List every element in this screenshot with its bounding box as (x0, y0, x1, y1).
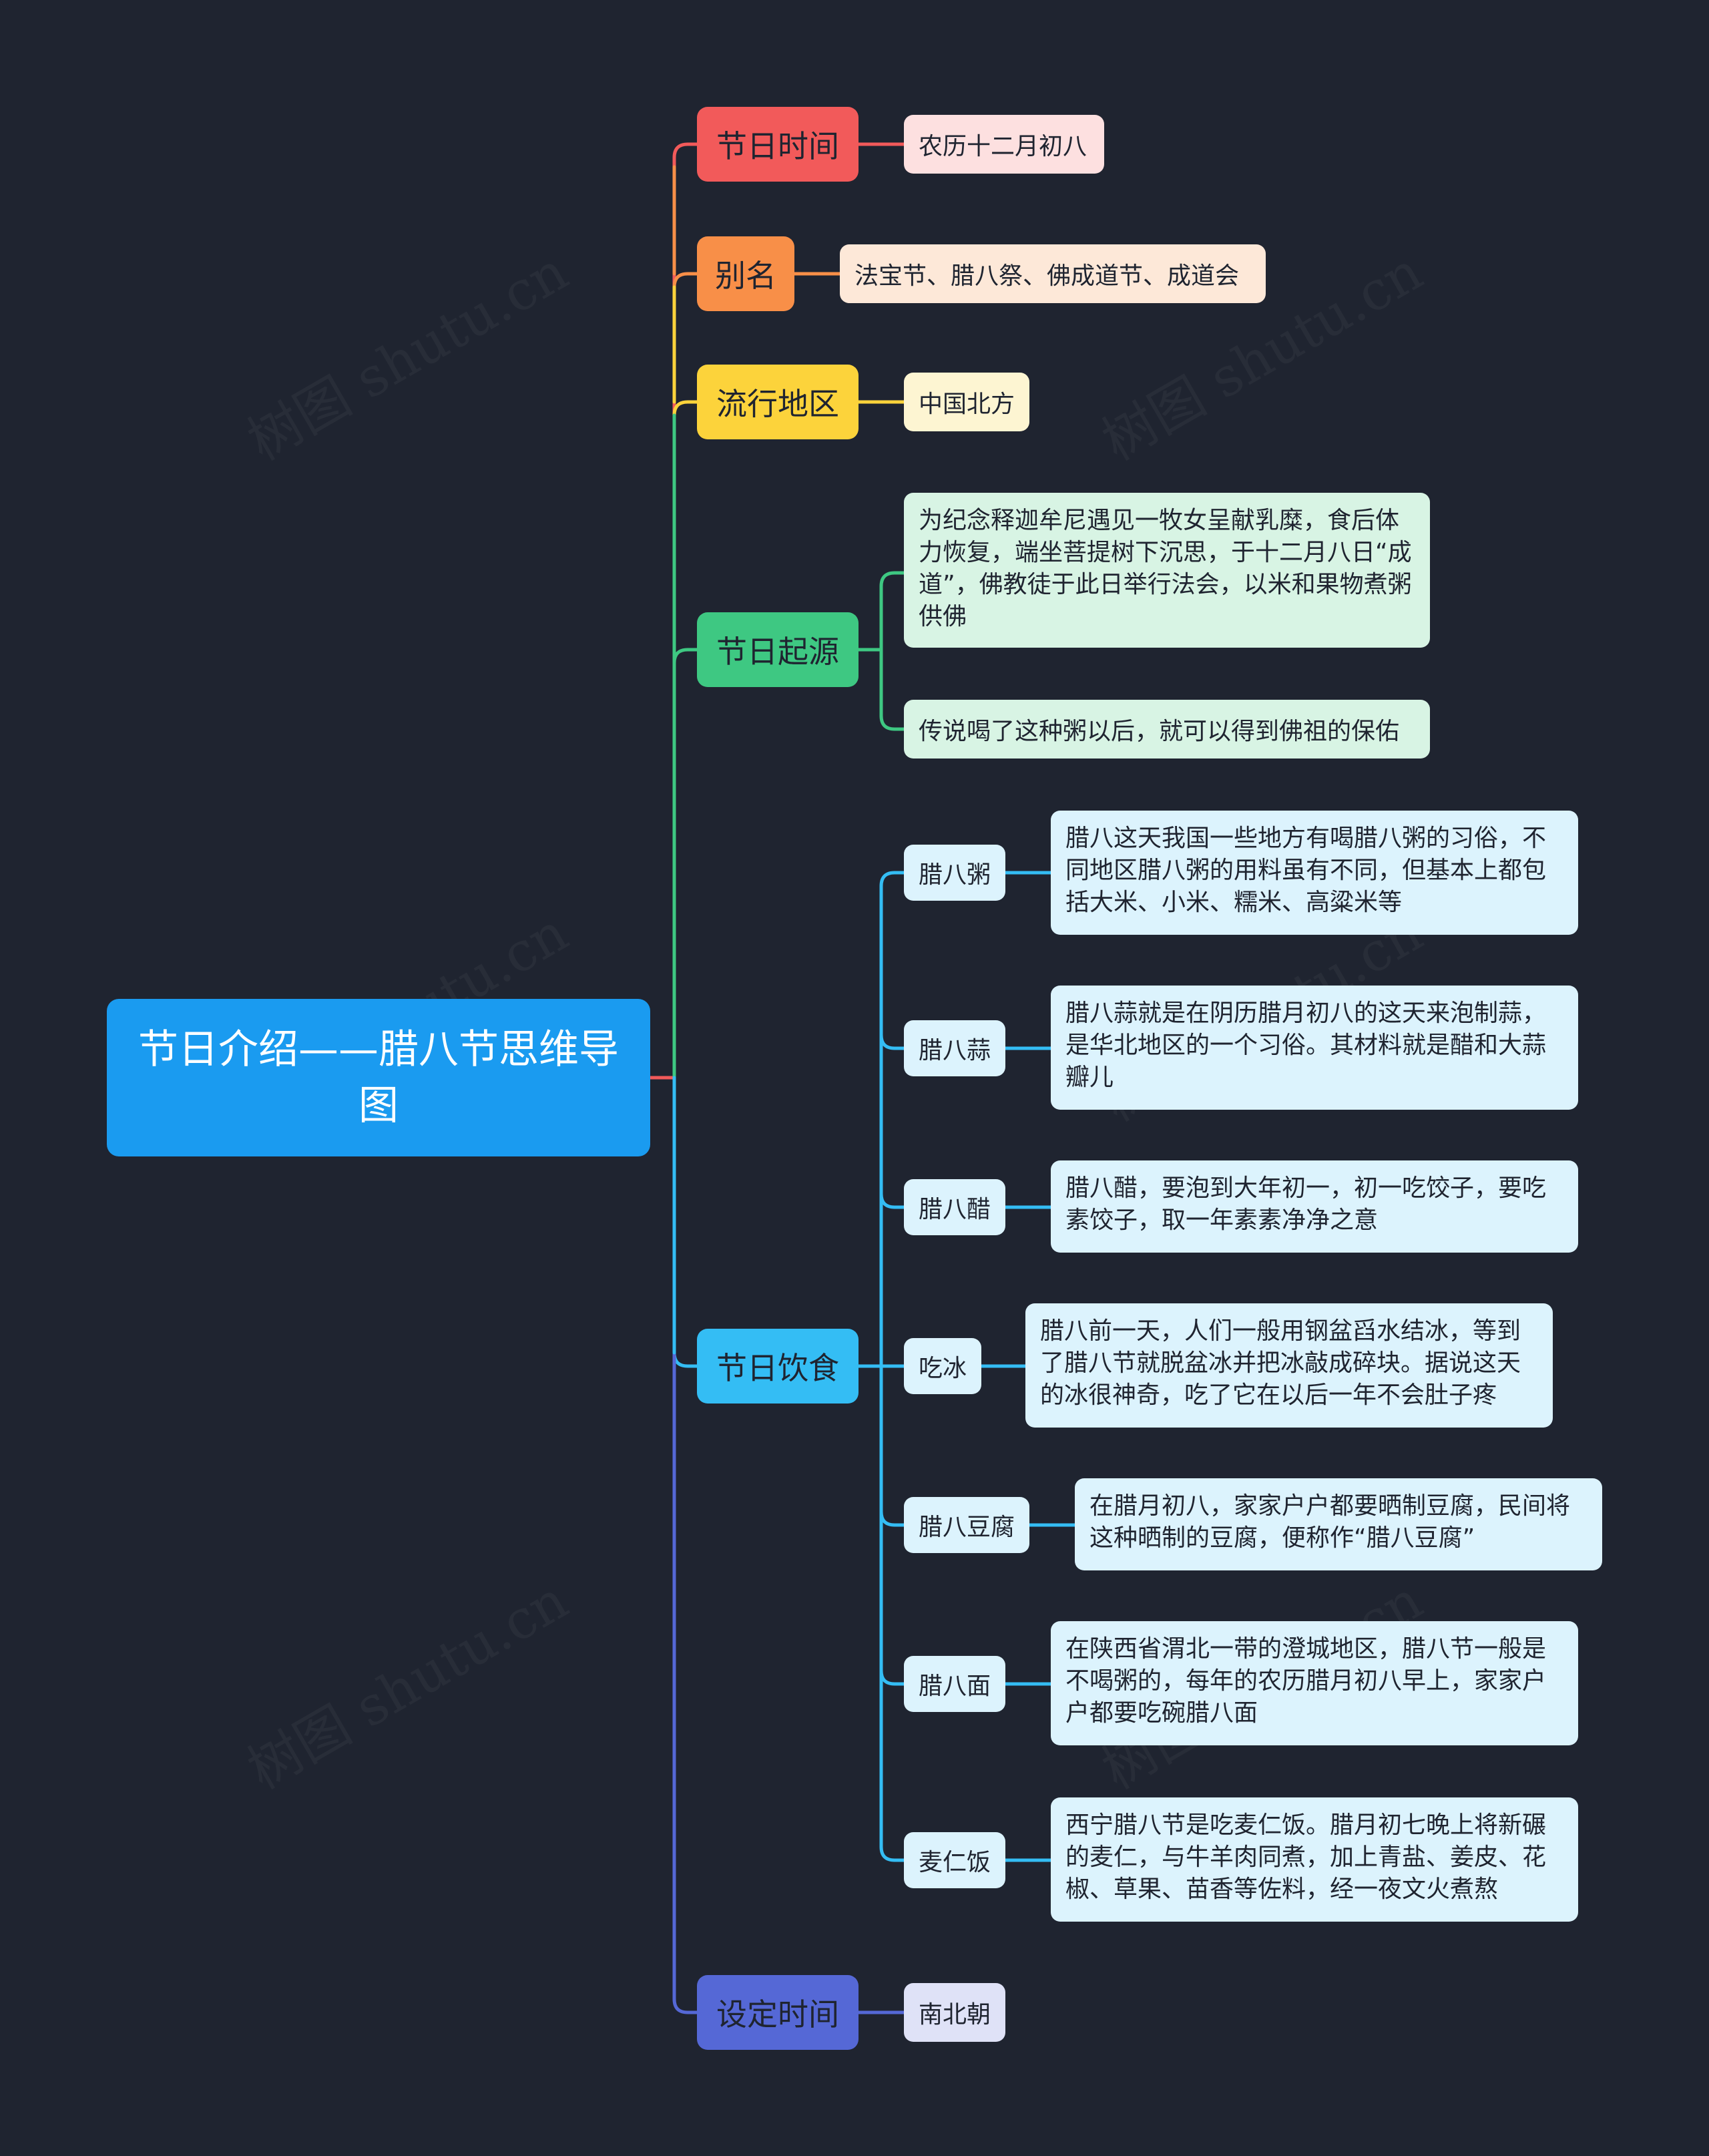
food-detail-text: 在陕西省渭北一带的澄城地区，腊八节一般是不喝粥的，每年的农历腊月初八早上，家家户… (1065, 1635, 1547, 1727)
origin-detail-1[interactable]: 为纪念释迦牟尼遇见一牧女呈献乳糜，食后体力恢复，端坐菩提树下沉思，于十二月八日“… (904, 493, 1430, 648)
branch-food[interactable]: 节日饮食 (697, 1329, 859, 1404)
food-item-label: 麦仁饭 (918, 1849, 991, 1876)
branch-set-time[interactable]: 设定时间 (697, 1975, 859, 2050)
origin-detail-2[interactable]: 传说喝了这种粥以后，就可以得到佛祖的保佑 (904, 700, 1430, 759)
food-item-label: 腊八面 (918, 1673, 991, 1700)
food-item-label: 吃冰 (918, 1355, 967, 1382)
branch-food-label: 节日饮食 (716, 1350, 839, 1386)
food-item-label: 腊八蒜 (918, 1037, 991, 1064)
alias-detail[interactable]: 法宝节、腊八祭、佛成道节、成道会 (840, 244, 1266, 303)
food-item-mairenfan[interactable]: 麦仁饭 (904, 1832, 1005, 1888)
food-detail-labamian[interactable]: 在陕西省渭北一带的澄城地区，腊八节一般是不喝粥的，每年的农历腊月初八早上，家家户… (1051, 1621, 1578, 1745)
food-detail-text: 腊八蒜就是在阴历腊月初八的这天来泡制蒜，是华北地区的一个习俗。其材料就是醋和大蒜… (1065, 1000, 1547, 1091)
food-detail-chibing[interactable]: 腊八前一天，人们一般用钢盆舀水结冰，等到了腊八节就脱盆冰并把冰敲成碎块。据说这天… (1025, 1303, 1553, 1428)
food-item-label: 腊八豆腐 (918, 1514, 1015, 1541)
branch-origin[interactable]: 节日起源 (697, 612, 859, 687)
food-detail-labadoufu[interactable]: 在腊月初八，家家户户都要晒制豆腐，民间将这种晒制的豆腐，便称作“腊八豆腐” (1075, 1478, 1602, 1570)
alias-detail-text: 法宝节、腊八祭、佛成道节、成道会 (854, 262, 1240, 290)
branch-origin-label: 节日起源 (716, 634, 839, 670)
origin-detail-2-text: 传说喝了这种粥以后，就可以得到佛祖的保佑 (919, 718, 1400, 745)
food-item-chibing[interactable]: 吃冰 (904, 1338, 981, 1394)
food-detail-labazhou[interactable]: 腊八这天我国一些地方有喝腊八粥的习俗，不同地区腊八粥的用料虽有不同，但基本上都包… (1051, 811, 1578, 935)
food-detail-text: 腊八醋，要泡到大年初一，初一吃饺子，要吃素饺子，取一年素素净净之意 (1065, 1174, 1547, 1234)
set-time-detail[interactable]: 南北朝 (904, 1983, 1005, 2042)
food-detail-mairenfan[interactable]: 西宁腊八节是吃麦仁饭。腊月初七晚上将新碾的麦仁，与牛羊肉同煮，加上青盐、姜皮、花… (1051, 1797, 1578, 1922)
branch-alias-label: 别名 (715, 258, 776, 294)
branch-time-label: 节日时间 (716, 128, 839, 164)
link-root-settime (672, 1076, 699, 2014)
branch-region[interactable]: 流行地区 (697, 365, 859, 439)
food-item-labamian[interactable]: 腊八面 (904, 1656, 1005, 1712)
food-detail-text: 腊八前一天，人们一般用钢盆舀水结冰，等到了腊八节就脱盆冰并把冰敲成碎块。据说这天… (1040, 1317, 1521, 1409)
region-detail[interactable]: 中国北方 (904, 373, 1029, 431)
food-item-label: 腊八粥 (918, 861, 991, 889)
link-root-alias (672, 272, 699, 289)
food-item-labazhou[interactable]: 腊八粥 (904, 845, 1005, 901)
branch-time[interactable]: 节日时间 (697, 107, 859, 182)
link-root-food (672, 1351, 699, 1368)
time-detail-text: 农历十二月初八 (919, 133, 1087, 160)
origin-detail-1-text: 为纪念释迦牟尼遇见一牧女呈献乳糜，食后体力恢复，端坐菩提树下沉思，于十二月八日“… (919, 507, 1412, 630)
link-root-origin (672, 648, 699, 665)
food-item-labacu[interactable]: 腊八醋 (904, 1179, 1005, 1235)
root-topic[interactable]: 节日介绍——腊八节思维导图 (107, 999, 650, 1156)
food-item-label: 腊八醋 (918, 1196, 991, 1223)
link-root-region (672, 400, 699, 417)
branch-set-time-label: 设定时间 (716, 1996, 839, 2032)
food-detail-labasuan[interactable]: 腊八蒜就是在阴历腊月初八的这天来泡制蒜，是华北地区的一个习俗。其材料就是醋和大蒜… (1051, 986, 1578, 1110)
set-time-detail-text: 南北朝 (919, 2001, 991, 2028)
food-detail-text: 腊八这天我国一些地方有喝腊八粥的习俗，不同地区腊八粥的用料虽有不同，但基本上都包… (1065, 825, 1547, 916)
time-detail[interactable]: 农历十二月初八 (904, 115, 1104, 174)
link-root-time (648, 142, 699, 1080)
branch-region-label: 流行地区 (716, 386, 839, 422)
region-detail-text: 中国北方 (919, 391, 1015, 418)
food-detail-labacu[interactable]: 腊八醋，要泡到大年初一，初一吃饺子，要吃素饺子，取一年素素净净之意 (1051, 1160, 1578, 1253)
food-item-labadoufu[interactable]: 腊八豆腐 (904, 1497, 1029, 1553)
food-detail-text: 西宁腊八节是吃麦仁饭。腊月初七晚上将新碾的麦仁，与牛羊肉同煮，加上青盐、姜皮、花… (1065, 1811, 1547, 1903)
branch-alias[interactable]: 别名 (697, 236, 794, 311)
food-detail-text: 在腊月初八，家家户户都要晒制豆腐，民间将这种晒制的豆腐，便称作“腊八豆腐” (1089, 1492, 1571, 1552)
root-topic-label: 节日介绍——腊八节思维导图 (138, 1026, 619, 1129)
food-item-labasuan[interactable]: 腊八蒜 (904, 1020, 1005, 1076)
